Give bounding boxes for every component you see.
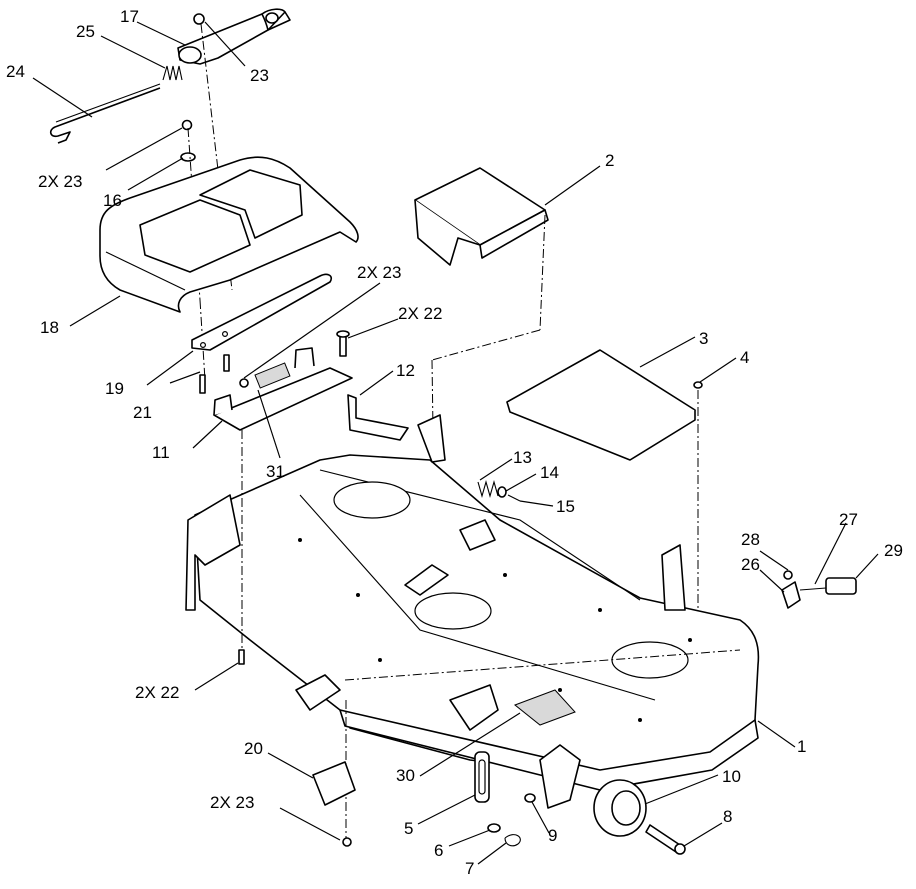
callout-17: 17	[120, 7, 139, 26]
callout-25: 25	[76, 22, 95, 41]
callout-10: 10	[722, 767, 741, 786]
callout-12: 12	[396, 361, 415, 380]
part-22-bolt-lower	[238, 649, 245, 665]
part-15-pin	[507, 494, 521, 502]
callout-20: 20	[244, 739, 263, 758]
callout-16: 16	[103, 191, 122, 210]
callout-31: 31	[266, 462, 285, 481]
leader-lines	[32, 21, 879, 865]
callout-2x23: 2X 23	[357, 263, 401, 282]
callout-2x22: 2X 22	[135, 683, 179, 702]
callout-14: 14	[540, 463, 559, 482]
part-12-lever	[347, 394, 409, 441]
callout-15: 15	[556, 497, 575, 516]
part-2-belt-cover	[414, 167, 549, 501]
callout-19: 19	[105, 379, 124, 398]
part-3-deck-cover	[506, 349, 696, 461]
callout-8: 8	[723, 807, 732, 826]
part-8-bolt	[645, 824, 686, 855]
callout-2x23: 2X 23	[38, 172, 82, 191]
callout-24: 24	[6, 62, 25, 81]
part-29-coupler	[825, 577, 857, 595]
callout-28: 28	[741, 530, 760, 549]
callout-6: 6	[434, 841, 443, 860]
callout-23: 23	[250, 66, 269, 85]
part-21-bolt	[199, 354, 230, 394]
callout-29: 29	[884, 541, 903, 560]
callout-18: 18	[40, 318, 59, 337]
part-5-height-bracket	[474, 751, 490, 803]
callout-2x23: 2X 23	[210, 793, 254, 812]
part-11-bracket	[213, 347, 353, 431]
callout-11: 11	[152, 443, 170, 462]
part-10-anti-scalp-wheel	[539, 744, 647, 837]
callout-5: 5	[404, 819, 413, 838]
callout-3: 3	[699, 329, 708, 348]
callout-27: 27	[839, 510, 858, 529]
callout-26: 26	[741, 555, 760, 574]
callout-9: 9	[548, 826, 557, 845]
part-13-spring	[477, 479, 499, 499]
callout-2x22: 2X 22	[398, 304, 442, 323]
part-25-spring	[162, 65, 183, 81]
part-14-washer	[497, 486, 507, 498]
part-1-mower-deck	[185, 414, 760, 791]
part-18-cover	[99, 156, 359, 313]
callout-4: 4	[740, 348, 749, 367]
part-20-bracket	[312, 761, 356, 806]
part-6-washer	[487, 823, 501, 833]
part-4-bolt	[693, 381, 703, 655]
callout-13: 13	[513, 448, 532, 467]
part-24-rod	[49, 83, 161, 144]
part-23-nut-bottom	[342, 837, 352, 847]
part-27-hose	[799, 587, 827, 591]
callout-30: 30	[396, 766, 415, 785]
part-9-bushing	[524, 793, 536, 803]
callout-2: 2	[605, 151, 614, 170]
callout-labels: 17 25 23 24 2X 23 16 18 2X 23 2X 22 19 2…	[6, 7, 903, 878]
part-7-clip	[504, 834, 521, 847]
part-19-strap	[191, 273, 333, 351]
part-26-elbow	[781, 581, 801, 609]
part-22-bolt-upper	[336, 330, 350, 357]
part-17-pivot-bracket	[177, 8, 291, 65]
callout-7: 7	[465, 859, 474, 878]
callout-21: 21	[133, 403, 152, 422]
callout-1: 1	[797, 737, 806, 756]
part-23-nut-pair	[181, 119, 193, 131]
part-28-fitting	[783, 570, 793, 580]
